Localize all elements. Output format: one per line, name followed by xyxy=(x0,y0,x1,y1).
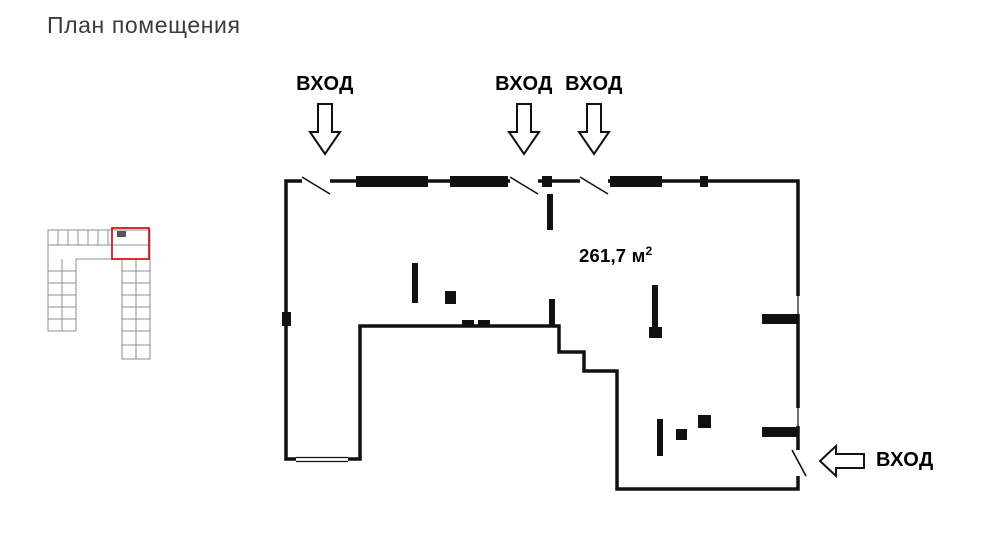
wall-piers xyxy=(282,176,708,326)
door-leaves xyxy=(301,176,807,477)
entrance-arrow-down-3-icon xyxy=(577,103,611,156)
entrance-label-top-2: ВХОД xyxy=(495,73,553,95)
area-exponent: 2 xyxy=(645,244,653,258)
main-plan xyxy=(282,174,807,491)
minimap-unit-mark xyxy=(117,231,126,237)
entrance-label-top-1: ВХОД xyxy=(296,73,354,95)
entrance-arrow-down-1-icon xyxy=(308,103,342,156)
entrance-label-top-3: ВХОД xyxy=(565,73,623,95)
entrance-arrows xyxy=(308,103,865,479)
interior-columns xyxy=(412,194,798,456)
area-label: 261,7 м2 xyxy=(579,244,652,267)
page-title: План помещения xyxy=(47,12,241,38)
outer-walls xyxy=(284,179,800,491)
entrance-label-right: ВХОД xyxy=(876,449,934,471)
minimap-unit-highlight xyxy=(111,227,150,260)
entrance-arrow-down-2-icon xyxy=(507,103,541,156)
entrance-arrow-left-icon xyxy=(818,443,865,479)
area-value: 261,7 м xyxy=(579,245,646,267)
minimap-drawing xyxy=(47,229,151,360)
